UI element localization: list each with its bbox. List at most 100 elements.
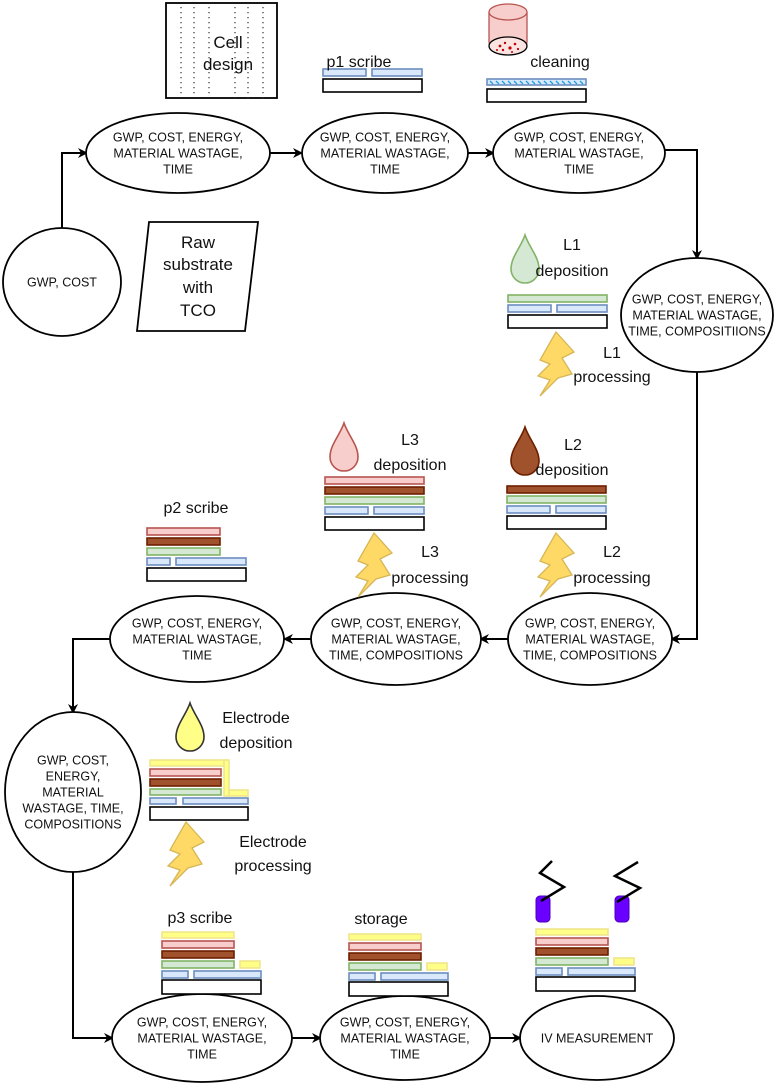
l1-processing-bolt-icon: [536, 330, 576, 397]
l1-layer: [161, 960, 235, 969]
electrode-layer: [348, 933, 422, 941]
node-text-line: GWP, COST, ENERGY,: [514, 131, 644, 145]
l2-layer: [324, 486, 425, 495]
l1-processing-label-1: L1: [603, 345, 621, 362]
l3-drop-icon: [329, 420, 359, 472]
cleaning-residue: [561, 80, 566, 85]
electrode-side-layer: [223, 759, 230, 797]
raw-substrate-parallelogram: Raw substrate with TCO: [135, 221, 260, 332]
node-text-line: MATERIAL WASTAGE,: [514, 147, 643, 161]
cleaning-residue: [549, 80, 554, 85]
node-text-line: MATERIAL WASTAGE,: [331, 633, 460, 647]
node-text-line: MATERIAL WASTAGE,: [632, 309, 761, 323]
cleaning-residue: [573, 80, 578, 85]
l3-processing-label-2: processing: [391, 570, 468, 587]
node-ellipse: [2, 227, 122, 337]
substrate-layer: [324, 516, 425, 531]
electrode-contact-layer: [613, 957, 635, 966]
l1-deposition-label-2: deposition: [536, 263, 609, 280]
electrode-deposition-label-1: Electrode: [222, 710, 290, 727]
cleaning-stack: [486, 78, 587, 103]
substrate-layer: [149, 806, 249, 821]
electrode-processing-label-2: processing: [234, 858, 311, 875]
cleaning-residue: [555, 80, 560, 85]
node-text-line: GWP, COST, ENERGY,: [320, 131, 450, 145]
l1-drop-icon: [510, 232, 540, 284]
tco-layer: [556, 304, 608, 313]
substrate-layer: [486, 88, 587, 103]
cleaning-residue: [543, 80, 548, 85]
electrode-drop-icon: [175, 700, 205, 752]
node-text-line: GWP, COST, ENERGY,: [113, 131, 243, 145]
l1-layer: [535, 957, 609, 966]
tco-layer: [371, 68, 423, 77]
l1-layer: [507, 294, 608, 303]
electrode-contact-layer: [228, 789, 249, 797]
l3-deposition-label-2: deposition: [374, 457, 447, 474]
node-n3: GWP, COST, ENERGY,MATERIAL WASTAGE,TIME: [492, 112, 666, 194]
tco-layer: [161, 970, 189, 979]
node-text-line: GWP, COST, ENERGY,: [331, 617, 461, 631]
node-text-line: GWP, COST: [27, 276, 97, 290]
node-text-line: IV MEASUREMENT: [541, 1032, 654, 1046]
edge-n3-to-n4: [665, 149, 702, 260]
node-text-line: TIME, COMPOSITIONS: [329, 649, 463, 663]
electrode-processing-label-1: Electrode: [239, 834, 307, 851]
tco-layer: [380, 972, 449, 981]
p1-scribe-stack: [322, 68, 423, 93]
l3-layer: [161, 940, 235, 949]
node-n1: GWP, COST, ENERGY,MATERIAL WASTAGE,TIME: [85, 112, 271, 194]
node-ellipse: [310, 592, 482, 686]
node-text-line: GWP, COST, ENERGY,: [137, 1016, 267, 1030]
node-ellipse: [507, 592, 673, 686]
node-end: IV MEASUREMENT: [519, 995, 675, 1081]
l1-layer: [146, 547, 221, 556]
node-text-line: GWP, COST,: [37, 754, 109, 768]
tco-layer: [348, 972, 376, 981]
node-n6: GWP, COST, ENERGY, MATERIAL WASTAGE, TIME,…: [310, 592, 482, 686]
node-ellipse: [519, 995, 675, 1081]
l3-layer: [348, 942, 422, 951]
l1-layer: [348, 962, 422, 971]
node-text-line: COMPOSITIONS: [24, 818, 121, 832]
tco-layer: [149, 797, 177, 805]
node-n5: GWP, COST, ENERGY,MATERIAL WASTAGE,TIME,…: [507, 592, 673, 686]
electrode-deposition-label-2: deposition: [220, 735, 293, 752]
l2-processing-bolt-icon: [536, 531, 576, 598]
node-text-line: MATERIAL WASTAGE,: [132, 633, 261, 647]
tco-layer: [567, 967, 636, 976]
l2-deposition-label-2: deposition: [536, 462, 609, 479]
storage-stack: [348, 933, 449, 997]
l2-processing-label-2: processing: [573, 570, 650, 587]
tco-layer: [193, 970, 262, 979]
l2-layer: [161, 950, 235, 959]
l2-deposition-label-1: L2: [564, 437, 582, 454]
substrate-layer: [506, 515, 607, 530]
edge-start-to-n1: [61, 148, 88, 228]
l1-layer: [149, 788, 222, 796]
electrode-contact-layer: [239, 960, 261, 969]
tco-layer: [324, 506, 369, 515]
tco-layer: [535, 967, 563, 976]
tco-layer: [506, 505, 551, 514]
l1-stack: [507, 294, 608, 329]
cleaning-residue: [531, 80, 536, 85]
cell-design-label-2: design: [203, 55, 253, 74]
substrate-layer: [535, 976, 636, 992]
edge-n4-to-n5: [670, 372, 698, 644]
l2-drop-icon: [510, 424, 540, 476]
node-n9: GWP, COST, ENERGY,MATERIAL WASTAGE,TIME: [111, 993, 293, 1083]
p3-scribe-stack: [161, 931, 262, 995]
node-ellipse: [301, 112, 469, 194]
node-text-line: MATERIAL WASTAGE,: [340, 1032, 469, 1046]
node-text-line: TIME: [370, 163, 400, 177]
node-text-line: GWP, COST, ENERGY,: [632, 293, 762, 307]
node-text-line: TIME: [163, 163, 193, 177]
raw-substrate-label-4: TCO: [180, 301, 216, 320]
edge-n8-to-n9: [72, 872, 114, 1043]
node-text-line: ENERGY,: [46, 770, 101, 784]
node-ellipse: [620, 257, 774, 373]
cleaning-label: cleaning: [530, 54, 590, 71]
node-text-line: MATERIAL WASTAGE,: [137, 1032, 266, 1046]
